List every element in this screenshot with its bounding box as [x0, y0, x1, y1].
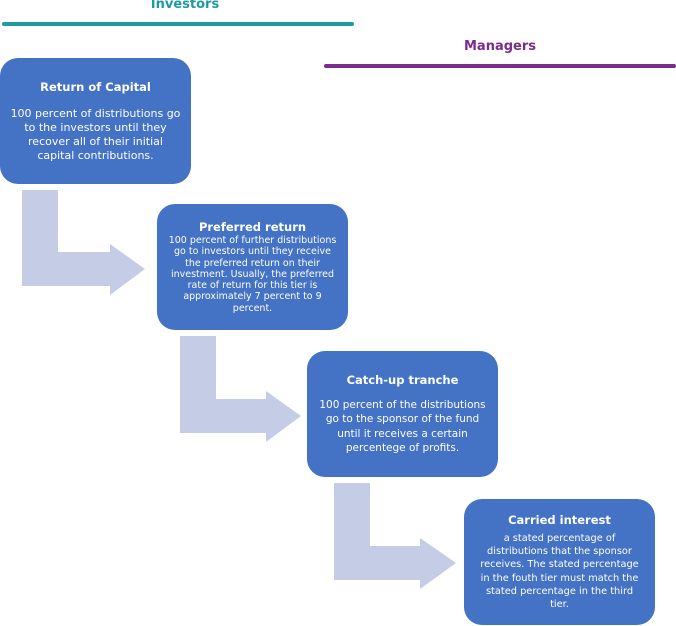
investors-header: Investors [150, 0, 220, 12]
managers-bar [324, 64, 676, 68]
tier-description: 100 percent of distributions go to the i… [10, 106, 181, 162]
managers-header: Managers [463, 39, 536, 54]
tier-title: Preferred return [198, 220, 307, 235]
bent-arrow-3 [334, 483, 456, 589]
tier-description: 100 percent of the distributions go to t… [319, 398, 486, 455]
tier-preferred-return: Preferred return 100 percent of further … [157, 204, 348, 330]
tier-catch-up-tranche: Catch-up tranche 100 percent of the dist… [307, 351, 498, 477]
tier-description: a stated percentage of distributions tha… [480, 532, 639, 610]
tier-title: Catch-up tranche [346, 372, 459, 387]
investors-bar [2, 22, 354, 26]
tier-return-of-capital: Return of Capital 100 percent of distrib… [0, 58, 191, 184]
tier-title: Return of Capital [40, 79, 151, 94]
bent-arrow-1 [22, 190, 145, 295]
tier-title: Carried interest [508, 512, 611, 527]
tier-description: 100 percent of further distributions go … [168, 235, 337, 314]
bent-arrow-2 [180, 336, 301, 442]
tier-carried-interest: Carried interest a stated percentage of … [464, 499, 655, 625]
